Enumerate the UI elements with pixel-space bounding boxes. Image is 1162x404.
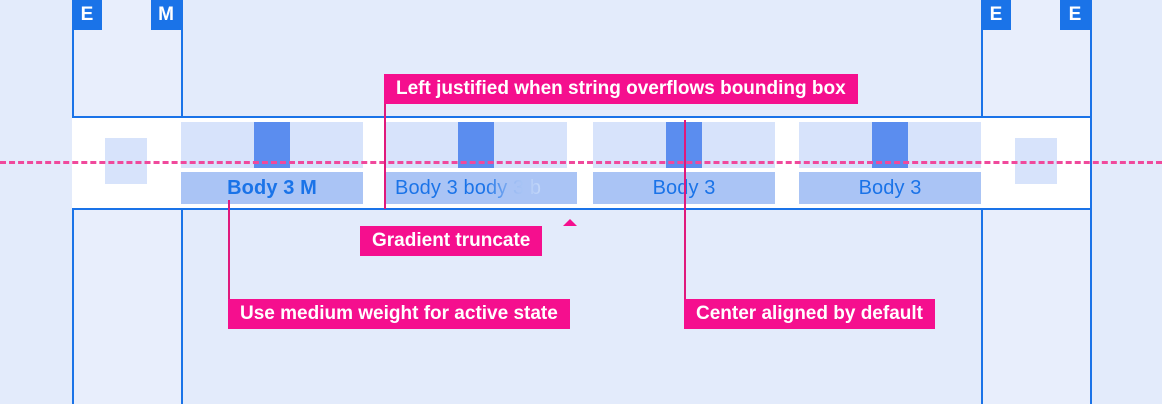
column-background-right: [1090, 0, 1162, 404]
leader-left-justified: [384, 104, 386, 209]
tab-icon: [872, 122, 908, 168]
tab-label-slot: Body 3 M: [181, 172, 363, 204]
tab-cell-fourth[interactable]: Body 3: [799, 122, 981, 204]
tab-icon: [254, 122, 290, 168]
tab-label: Body 3 body 3 b: [395, 176, 542, 199]
tab-label-slot: Body 3 body 3 b: [385, 172, 577, 204]
vertical-guide-edge-right: [1090, 0, 1092, 404]
badge-margin-left: M: [151, 0, 181, 30]
leader-medium-weight: [228, 200, 230, 300]
tab-icon-slot: [385, 122, 567, 168]
annotation-left-justified: Left justified when string overflows bou…: [384, 74, 858, 104]
tab-cell-active[interactable]: Body 3 M: [181, 122, 363, 204]
vertical-center-guide: [0, 161, 1162, 164]
leader-center-aligned: [684, 120, 686, 300]
badge-edge-right-outer: E: [1060, 0, 1090, 30]
tab-label: Body 3: [652, 176, 716, 199]
tab-icon-slot: [181, 122, 363, 168]
annotation-center-aligned: Center aligned by default: [684, 299, 935, 329]
tab-label-slot: Body 3: [799, 172, 981, 204]
badge-edge-right-inner: E: [981, 0, 1011, 30]
badge-edge-left: E: [72, 0, 102, 30]
tab-label: Body 3 M: [227, 176, 317, 199]
tab-icon: [458, 122, 494, 168]
tab-label: Body 3: [858, 176, 922, 199]
annotation-medium-weight: Use medium weight for active state: [228, 299, 570, 329]
tab-cell-overflow[interactable]: Body 3 body 3 b: [385, 122, 577, 204]
annotation-gradient-truncate: Gradient truncate: [360, 226, 543, 256]
tab-icon-slot: [799, 122, 981, 168]
column-background-left: [0, 0, 72, 404]
leader-gradient-truncate-nub: [563, 219, 577, 226]
